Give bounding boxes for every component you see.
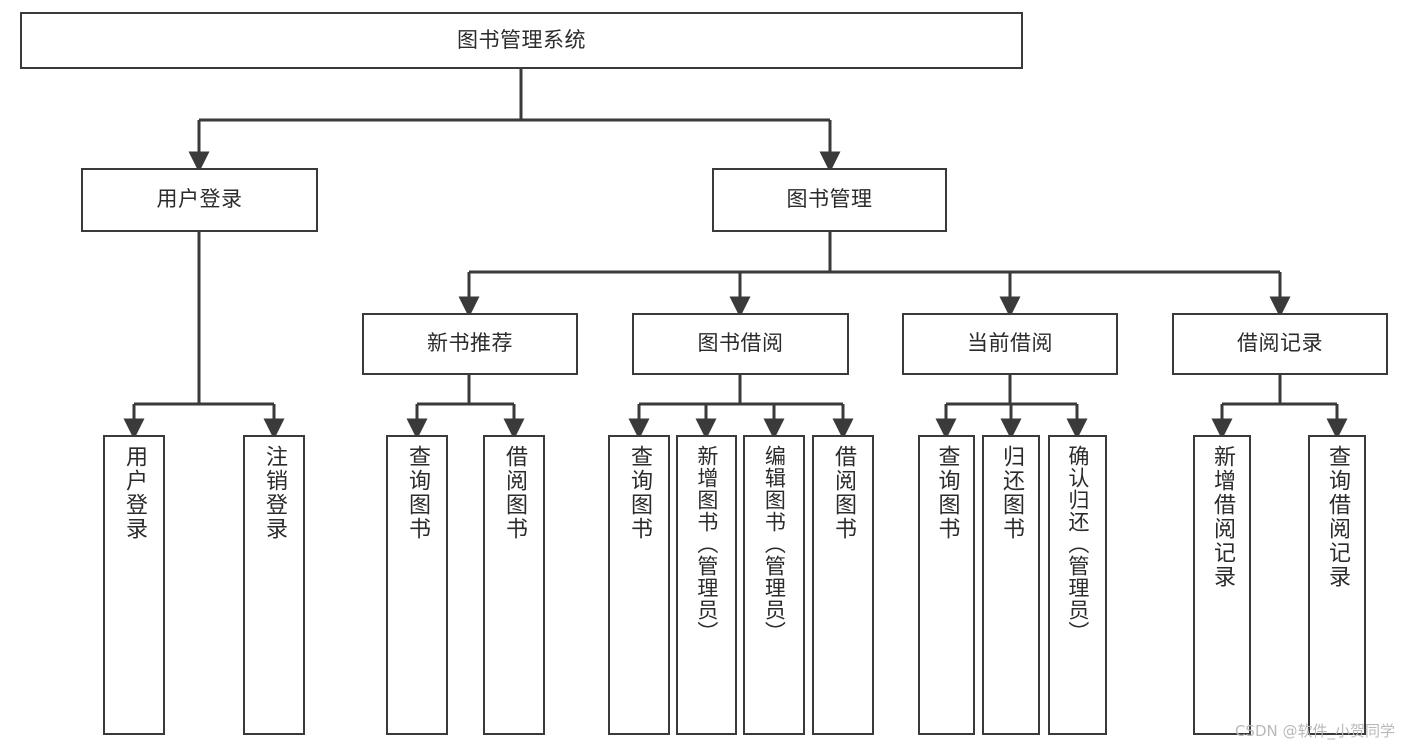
- node-leaf-edit-book-label: 编辑图书（管理员）: [762, 445, 787, 643]
- edge-group-book-management: [458, 232, 1291, 318]
- node-current-borrow[interactable]: 当前借阅: [902, 313, 1118, 375]
- edge-group-new-book-recommend: [406, 375, 525, 440]
- node-book-management[interactable]: 图书管理: [712, 168, 947, 232]
- edge-group-user-login: [123, 232, 285, 440]
- edge-group-root: [188, 69, 841, 173]
- node-leaf-edit-book[interactable]: 编辑图书（管理员）: [743, 435, 805, 735]
- node-leaf-logout[interactable]: 注销登录: [243, 435, 305, 735]
- node-leaf-logout-label: 注销登录: [261, 445, 287, 541]
- edge-group-book-borrow: [628, 375, 854, 440]
- node-leaf-query-book-3[interactable]: 查询图书: [918, 435, 975, 735]
- node-leaf-query-record[interactable]: 查询借阅记录: [1308, 435, 1366, 735]
- node-current-borrow-label: 当前借阅: [967, 331, 1053, 356]
- node-borrow-record[interactable]: 借阅记录: [1172, 313, 1388, 375]
- node-leaf-confirm-return-label: 确认归还（管理员）: [1065, 445, 1090, 643]
- node-book-management-label: 图书管理: [786, 187, 873, 212]
- edge-group-borrow-record: [1211, 375, 1348, 440]
- node-book-borrow-label: 图书借阅: [697, 331, 784, 356]
- node-leaf-return-book[interactable]: 归还图书: [982, 435, 1040, 735]
- node-leaf-query-book-1-label: 查询图书: [404, 445, 430, 541]
- node-leaf-borrow-book-2-label: 借阅图书: [830, 445, 856, 541]
- node-leaf-borrow-book-1[interactable]: 借阅图书: [483, 435, 545, 735]
- node-leaf-add-book[interactable]: 新增图书（管理员）: [676, 435, 737, 735]
- node-leaf-confirm-return[interactable]: 确认归还（管理员）: [1048, 435, 1107, 735]
- node-leaf-query-book-2[interactable]: 查询图书: [608, 435, 670, 735]
- node-leaf-add-record-label: 新增借阅记录: [1209, 445, 1235, 589]
- node-leaf-add-record[interactable]: 新增借阅记录: [1193, 435, 1251, 735]
- node-leaf-return-book-label: 归还图书: [998, 445, 1024, 541]
- node-new-book-recommend-label: 新书推荐: [427, 331, 513, 356]
- node-leaf-user-login[interactable]: 用户登录: [103, 435, 165, 735]
- node-borrow-record-label: 借阅记录: [1237, 331, 1323, 356]
- node-root[interactable]: 图书管理系统: [20, 12, 1023, 69]
- node-book-borrow[interactable]: 图书借阅: [632, 313, 849, 375]
- node-leaf-add-book-label: 新增图书（管理员）: [694, 445, 719, 643]
- node-leaf-borrow-book-1-label: 借阅图书: [501, 445, 527, 541]
- csdn-watermark: CSDN @软件_小贺同学: [1234, 722, 1395, 740]
- node-leaf-query-book-3-label: 查询图书: [934, 445, 960, 541]
- node-leaf-borrow-book-2[interactable]: 借阅图书: [812, 435, 874, 735]
- node-leaf-query-record-label: 查询借阅记录: [1324, 445, 1350, 589]
- node-leaf-user-login-label: 用户登录: [121, 445, 147, 541]
- node-user-login[interactable]: 用户登录: [81, 168, 318, 232]
- node-new-book-recommend[interactable]: 新书推荐: [362, 313, 578, 375]
- edge-group-current-borrow: [935, 375, 1088, 440]
- node-root-label: 图书管理系统: [457, 27, 586, 52]
- node-leaf-query-book-2-label: 查询图书: [626, 445, 652, 541]
- node-user-login-label: 用户登录: [156, 187, 243, 212]
- node-leaf-query-book-1[interactable]: 查询图书: [386, 435, 448, 735]
